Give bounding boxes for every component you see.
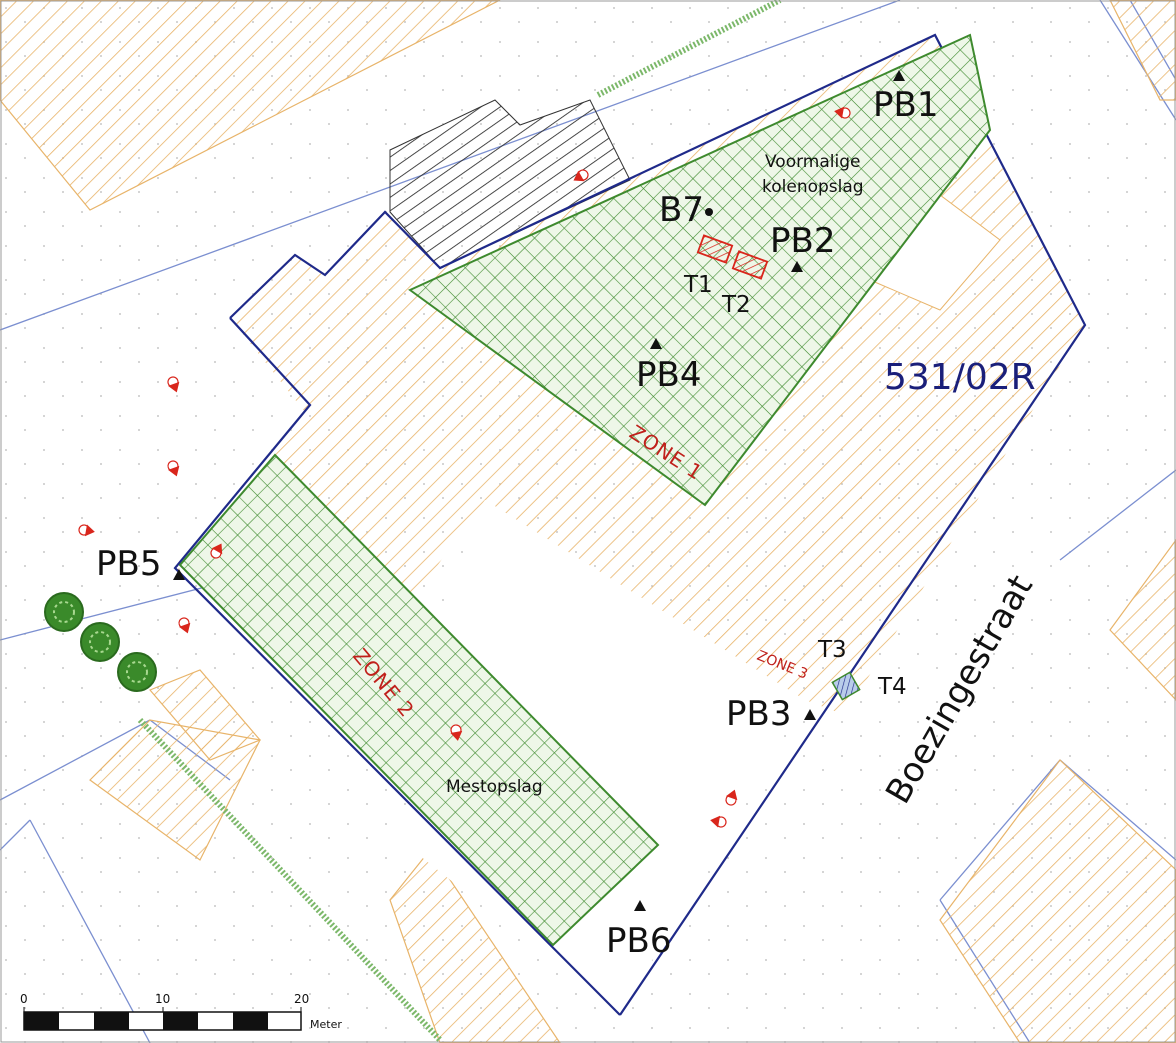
label-voormalige: Voormalige bbox=[765, 152, 860, 172]
label-kolenopslag: kolenopslag bbox=[762, 177, 864, 197]
point-b7-symbol bbox=[705, 208, 713, 216]
zone-2-area bbox=[178, 453, 660, 947]
label-mestopslag: Mestopslag bbox=[446, 777, 543, 797]
scale-unit: Meter bbox=[310, 1018, 342, 1031]
label-pb6: PB6 bbox=[606, 921, 671, 961]
zone-1-area bbox=[408, 33, 992, 507]
label-t1: T1 bbox=[683, 272, 713, 298]
label-t2: T2 bbox=[721, 292, 751, 318]
hatched-shed bbox=[389, 99, 631, 269]
hedge-south bbox=[137, 717, 443, 1043]
label-pb1: PB1 bbox=[873, 85, 938, 125]
label-pb4: PB4 bbox=[636, 355, 701, 395]
label-t3: T3 bbox=[817, 637, 847, 663]
tank-t2 bbox=[731, 250, 769, 280]
trees bbox=[44, 592, 157, 692]
parcel-boundary bbox=[229, 33, 1087, 1016]
tank-t4 bbox=[831, 671, 861, 701]
scale-tick-10: 10 bbox=[155, 992, 170, 1006]
tank-t1 bbox=[696, 234, 734, 264]
parcel-boundary-west bbox=[173, 317, 621, 1016]
label-pb3: PB3 bbox=[726, 694, 791, 734]
scale-tick-0: 0 bbox=[20, 992, 28, 1006]
label-b7: B7 bbox=[659, 190, 704, 230]
label-pb2: PB2 bbox=[770, 221, 835, 261]
label-pb5: PB5 bbox=[96, 544, 161, 584]
parcel-number: 531/02R bbox=[884, 357, 1036, 398]
scale-tick-20: 20 bbox=[294, 992, 309, 1006]
scale-bar: 0 10 20 Meter bbox=[20, 992, 342, 1031]
label-t4: T4 bbox=[877, 674, 907, 700]
